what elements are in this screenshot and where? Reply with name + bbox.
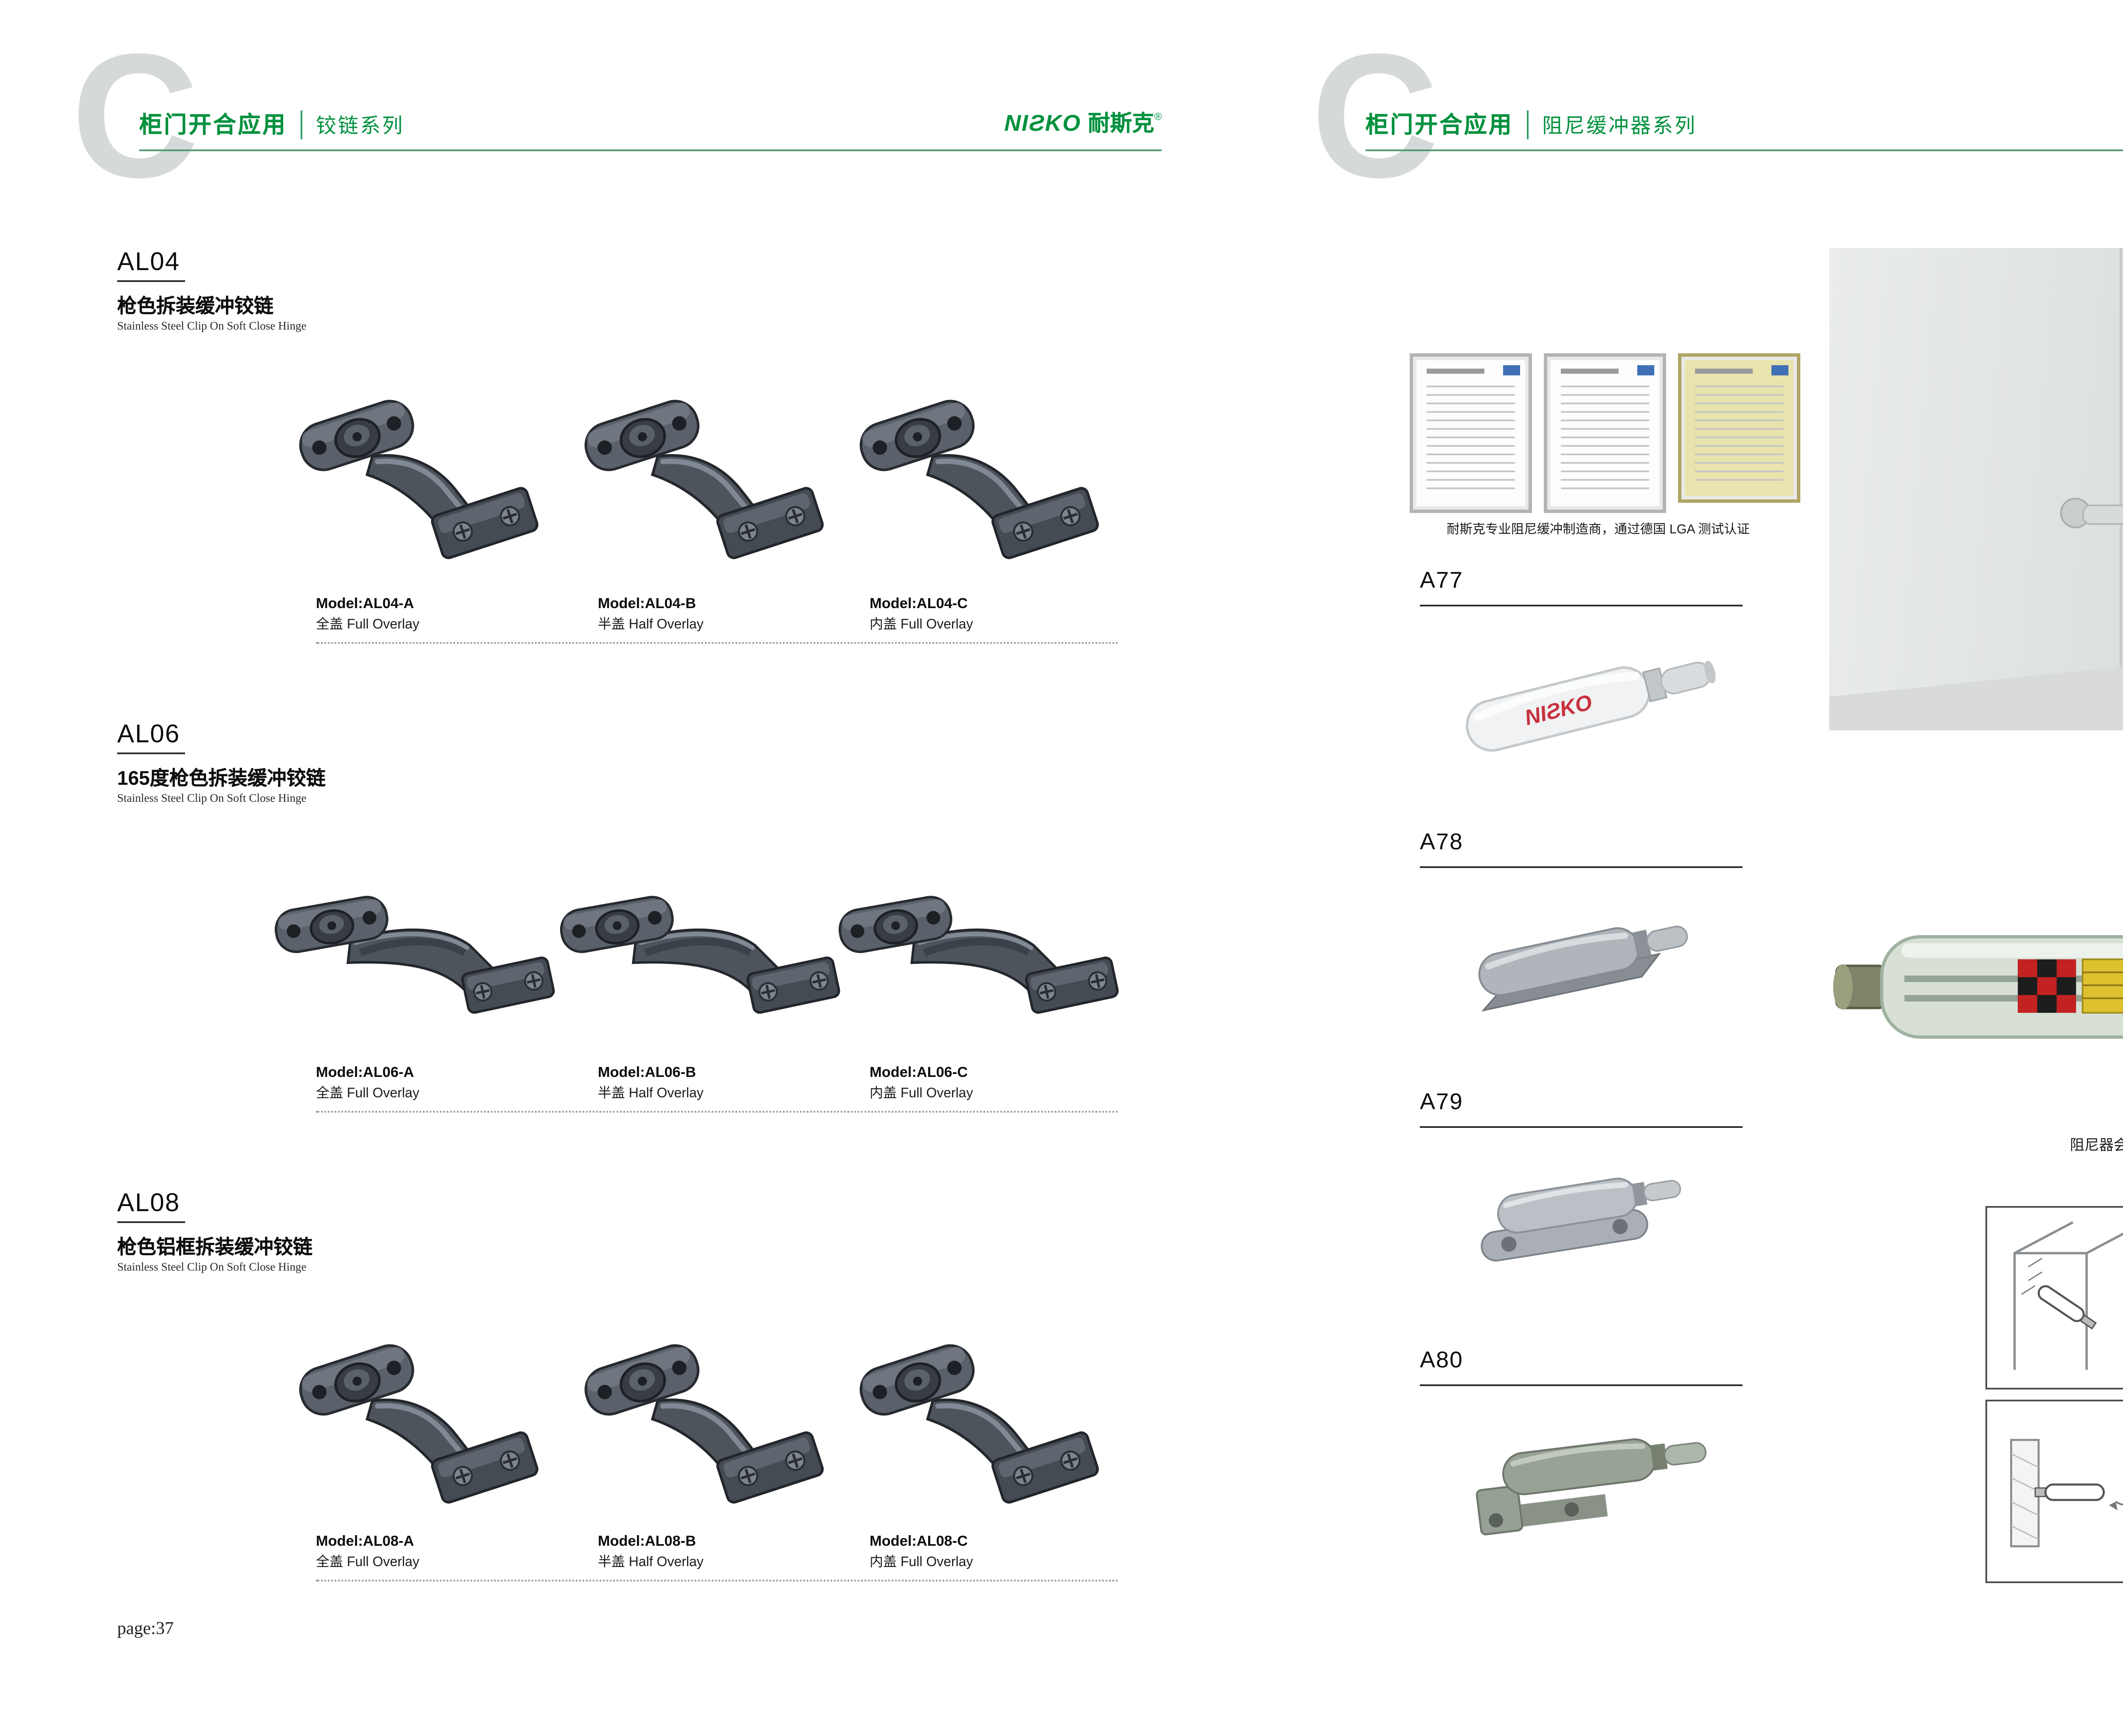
label-leader-line [316,1580,1118,1581]
left-header-series: 铰链系列 [301,110,404,139]
section-al04-code: AL04 [117,248,186,282]
left-watermark-letter-c: C [71,19,199,216]
overlay-type: 半盖 Half Overlay [598,1085,704,1101]
section-al08-code: AL08 [117,1189,186,1223]
model-name: Model:AL04-C [870,595,968,612]
label-leader-line [316,642,1118,644]
damper-intro-block: 阻尼缓冲器 NISKO Damper 产品静音，效果消音 完美品质，终身保用 [1970,798,2123,912]
label-leader-line [316,1111,1118,1113]
model-label-al06-a: Model:AL06-A 全盖 Full Overlay [316,1063,588,1102]
model-name: Model:AL08-A [316,1532,414,1549]
product-rule-a79 [1420,1126,1743,1129]
model-label-al08-c: Model:AL08-C 内盖 Full Overlay [870,1532,1141,1571]
model-name: Model:AL04-A [316,595,414,612]
model-label-al08-b: Model:AL08-B 半盖 Half Overlay [598,1532,870,1571]
install-diagram-1 [1985,1206,2123,1389]
cabinet-side-panel [1829,248,2120,730]
overlay-type: 内盖 Full Overlay [870,1085,973,1101]
model-name: Model:AL06-A [316,1063,414,1080]
left-header-category: 柜门开合应用 [139,112,287,138]
product-code-a80: A80 [1420,1347,1464,1372]
model-label-al08-a: Model:AL08-A 全盖 Full Overlay [316,1532,588,1571]
right-header-series: 阻尼缓冲器系列 [1527,110,1697,139]
overlay-type: 全盖 Full Overlay [316,617,420,632]
section-al06-code: AL06 [117,720,186,754]
model-name: Model:AL06-B [598,1063,696,1080]
hinge-photo-al04-b [574,377,829,578]
product-rule-a77 [1420,605,1743,607]
brand-logo-reg-mark: ® [1154,113,1162,124]
brand-logo-left: NIƧKO 耐斯克® [917,105,1162,139]
auto-adjust-line1: 阻尼器会依据门板关闭时所产生的压力大小 [2070,1136,2123,1153]
hinge-photo-al06-c [832,849,1124,1046]
overlay-type: 内盖 Full Overlay [870,1554,973,1570]
right-page-header: 柜门开合应用 阻尼缓冲器系列 [1366,105,1697,139]
overlay-type: 全盖 Full Overlay [316,1085,420,1101]
left-page-header: 柜门开合应用 铰链系列 [139,105,404,139]
overlay-type: 全盖 Full Overlay [316,1554,420,1570]
auto-adjust-title: 阻力自动调节 [1868,1091,2123,1123]
brand-logo-cn: 耐斯克 [1088,110,1154,136]
hinge-photo-al08-a [289,1322,543,1522]
model-label-al06-c: Model:AL06-C 内盖 Full Overlay [870,1063,1141,1102]
hinge-photo-al06-b [554,849,846,1046]
product-rule-a80 [1420,1384,1743,1387]
hinge-photo-al08-c [849,1322,1104,1522]
damper-photo-a80 [1437,1400,1753,1553]
damper-photo-a78 [1437,883,1753,1033]
right-header-category: 柜门开合应用 [1366,112,1513,138]
auto-adjust-line3: 从而达到最佳的缓冲效果 [1868,1185,2123,1207]
section-al06-title-cn: 165度枪色拆装缓冲铰链 [117,769,326,790]
hinge-photo-al04-a [289,377,543,578]
hinge-photo-al08-b [574,1322,829,1522]
section-al08-title-en: Stainless Steel Clip On Soft Close Hinge [117,1262,307,1274]
overlay-type: 半盖 Half Overlay [598,617,704,632]
damper-intro-line2: 完美品质，终身保用 [1970,890,2123,912]
damper-title-cn: 阻尼缓冲器 [1970,798,2123,831]
page-number-left: page:37 [117,1620,174,1639]
cabinet-front-edge [2120,248,2123,730]
overlay-type: 半盖 Half Overlay [598,1554,704,1570]
product-code-a78: A78 [1420,829,1464,854]
certificate-caption: 耐斯克专业阻尼缓冲制造商，通过德国 LGA 测试认证 [1447,521,1750,537]
section-al04-title-en: Stainless Steel Clip On Soft Close Hinge [117,321,307,333]
damper-photo-a77: NIƧKO [1437,618,1753,778]
damper-cutaway-illustration [1829,917,2123,1057]
left-header-rule [139,149,1162,152]
model-label-al04-c: Model:AL04-C 内盖 Full Overlay [870,595,1141,634]
model-name: Model:AL06-C [870,1063,968,1080]
hinge-photo-al04-c [849,377,1104,578]
certificate-3 [1678,353,1800,503]
damper-installation-photo [1829,248,2123,730]
right-header-rule [1366,149,2123,152]
auto-adjust-block: 阻力自动调节 阻尼器会依据门板关闭时所产生的压力大小 自动调节阻力 从而达到最佳… [1868,1091,2123,1207]
hinge-photo-al06-a [268,849,560,1046]
model-label-al04-b: Model:AL04-B 半盖 Half Overlay [598,595,870,634]
install-diagram-3 [1985,1400,2123,1583]
overlay-type: 内盖 Full Overlay [870,617,973,632]
model-name: Model:AL04-B [598,595,696,612]
section-al08-title-cn: 枪色铝框拆装缓冲铰链 [117,1238,313,1259]
lga-certificates-photo [1410,353,1800,513]
certificate-2 [1544,353,1666,513]
right-watermark-letter-c: C [1311,19,1439,216]
damper-title-en: NISKO Damper [1970,836,2123,854]
model-label-al04-a: Model:AL04-A 全盖 Full Overlay [316,595,588,634]
auto-adjust-line2: 自动调节阻力 [1868,1160,2123,1182]
section-al06-title-en: Stainless Steel Clip On Soft Close Hinge [117,793,307,805]
model-label-al06-b: Model:AL06-B 半盖 Half Overlay [598,1063,870,1102]
product-rule-a78 [1420,866,1743,869]
product-code-a79: A79 [1420,1089,1464,1114]
product-code-a77: A77 [1420,567,1464,593]
model-name: Model:AL08-B [598,1532,696,1549]
damper-photo-a79 [1437,1140,1753,1286]
damper-intro-line1: 产品静音，效果消音 [1970,865,2123,887]
section-al04-title-cn: 枪色拆装缓冲铰链 [117,297,273,318]
brand-logo-latin: NIƧKO [1004,110,1081,136]
certificate-1 [1410,353,1532,513]
model-name: Model:AL08-C [870,1532,968,1549]
